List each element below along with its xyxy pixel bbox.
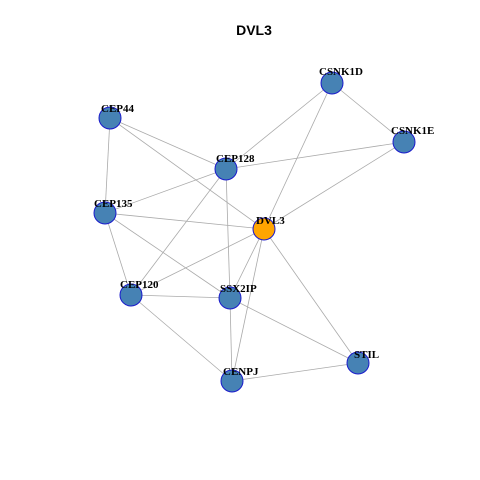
edge-cep120-cenpj [130, 294, 233, 382]
graph-title: DVL3 [236, 22, 272, 38]
edge-cep128-ssx2ip [225, 168, 231, 299]
node-cep120 [119, 283, 143, 307]
edge-cep44-cep135 [104, 117, 111, 214]
node-csnk1d [320, 71, 344, 95]
edge-ssx2ip-stil [229, 297, 359, 364]
node-label-cep44: CEP44 [101, 103, 135, 115]
node-label-stil: STIL [354, 349, 379, 361]
edge-cep44-cep128 [109, 117, 227, 170]
edge-csnk1e-cep128 [225, 141, 405, 170]
edge-cep120-ssx2ip [130, 294, 231, 299]
node-cep128 [214, 157, 238, 181]
node-stil [346, 351, 370, 375]
node-label-cep135: CEP135 [94, 198, 133, 210]
node-label-csnk1e: CSNK1E [391, 125, 434, 137]
node-label-csnk1d: CSNK1D [319, 66, 363, 78]
edge-layer [104, 82, 405, 382]
node-label-ssx2ip: SSX2IP [220, 283, 257, 295]
edge-cenpj-stil [231, 362, 359, 382]
edge-ssx2ip-cenpj [229, 297, 233, 382]
node-cep135 [93, 201, 117, 225]
node-label-cep120: CEP120 [120, 279, 159, 291]
node-label-cep128: CEP128 [216, 153, 255, 165]
edge-cep135-cep120 [104, 212, 132, 296]
node-dvl3 [252, 217, 276, 241]
edge-dvl3-ssx2ip [229, 228, 265, 299]
node-csnk1e [392, 130, 416, 154]
edge-dvl3-cenpj [231, 228, 265, 382]
edge-cep135-ssx2ip [104, 212, 231, 299]
node-label-dvl3: DVL3 [256, 215, 285, 227]
edge-cep44-dvl3 [109, 117, 265, 230]
node-layer [93, 71, 416, 393]
edge-dvl3-stil [263, 228, 359, 364]
edge-cep128-cep135 [104, 168, 227, 214]
node-cenpj [220, 369, 244, 393]
node-label-cenpj: CENPJ [223, 366, 259, 378]
edge-csnk1d-dvl3 [263, 82, 333, 230]
edge-cep128-cep120 [130, 168, 227, 296]
edge-cep135-dvl3 [104, 212, 265, 230]
edge-csnk1d-csnk1e [331, 82, 405, 143]
node-ssx2ip [218, 286, 242, 310]
node-cep44 [98, 106, 122, 130]
edge-dvl3-cep120 [130, 228, 265, 296]
edge-csnk1e-dvl3 [263, 141, 405, 230]
edge-csnk1d-cep128 [225, 82, 333, 170]
